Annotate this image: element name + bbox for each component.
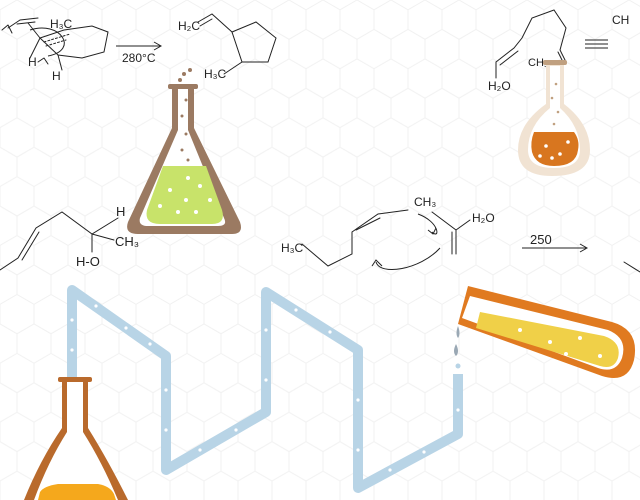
reaction-rearrangement: H₃C H H 280°C H₂C H₃C [1, 13, 277, 83]
erlenmeyer-flask-icon [127, 68, 241, 234]
methyl-top-label: CH₃ [414, 195, 436, 209]
conical-flask-icon [24, 377, 128, 500]
fragment-label: CH [612, 13, 629, 27]
test-tube-icon [454, 286, 636, 378]
hydrogen-label-bottom: H [52, 69, 61, 83]
water-label: H₂O [488, 79, 511, 93]
reaction-cycle: H₃C CH₃ H₂O 250 [281, 195, 640, 273]
methyl-label-2: CH₃ [115, 234, 139, 249]
water-label-2: H₂O [472, 211, 495, 225]
reaction-top-right: H₂O CH₃ CH [488, 9, 629, 93]
alcohol-label: H-O [76, 254, 100, 269]
structure-alcohol: H CH₃ H-O [0, 204, 139, 271]
reactant-chair-structure: H₃C H H [1, 17, 109, 83]
reaction-arrow-1: 280°C [116, 41, 163, 65]
cut-label: H [116, 204, 125, 219]
serpentine-tube-icon [67, 285, 463, 493]
round-flask-icon [518, 60, 590, 176]
product-methyl-label: H₃C [204, 67, 227, 81]
methyl-label: CH₃ [528, 57, 548, 69]
condition-label-2: 250 [530, 232, 552, 247]
product-cyclopentane: H₂C H₃C [178, 13, 277, 81]
substituent-label: H₃C [50, 17, 73, 31]
product-substituent-label: H₂C [178, 19, 200, 33]
condition-label: 280°C [122, 51, 156, 65]
methyl-left-label: H₃C [281, 241, 304, 255]
hydrogen-label-left: H [28, 55, 37, 69]
